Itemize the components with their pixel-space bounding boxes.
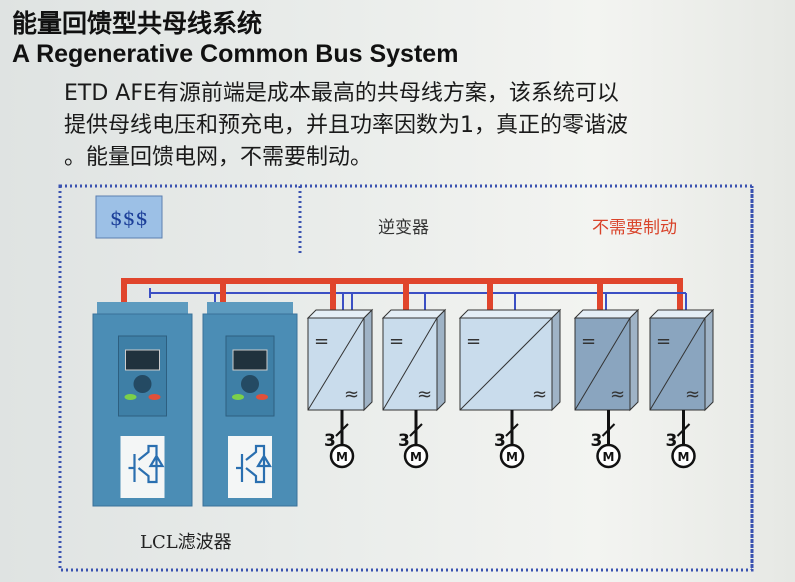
ac-bus (121, 278, 683, 312)
dc-symbol: = (466, 331, 481, 352)
description: ETD AFE有源前端是成本最高的共母线方案，该系统可以 提供母线电压和预充电，… (64, 78, 754, 174)
ac-symbol: ≈ (344, 384, 359, 405)
dial (133, 375, 152, 393)
ac-symbol: ≈ (417, 384, 432, 405)
inverter-label: 逆变器 (378, 218, 429, 238)
inverters: =≈3M=≈3M=≈3M=≈3M=≈3M (306, 308, 715, 469)
igbt-icon (236, 444, 272, 484)
dc-symbol: = (656, 331, 671, 352)
keypad (118, 335, 167, 417)
motor-icon (596, 443, 621, 469)
start-button (232, 394, 244, 400)
dc-symbol: = (581, 331, 596, 352)
description-line: 。能量回馈电网，不需要制动。 (64, 145, 373, 170)
phase-label: 3 (398, 431, 410, 451)
afe-drives (92, 302, 298, 507)
title-english: A Regenerative Common Bus System (12, 40, 459, 68)
no-brake-label: 不需要制动 (592, 218, 677, 238)
igbt-icon (128, 444, 165, 484)
motor-label: M (678, 450, 690, 464)
motor-icon (499, 443, 525, 469)
diagram-border (58, 184, 754, 572)
inverter: = ≈3M (648, 308, 715, 469)
inverter: = ≈3M (573, 308, 640, 469)
afe-drive (92, 302, 193, 507)
description-line: 提供母线电压和预充电，并且功率因数为1，真正的零谐波 (64, 113, 628, 138)
cost-box (95, 195, 163, 239)
motor-icon (671, 443, 696, 469)
inverter: = ≈3M (458, 308, 562, 469)
lcl-filter-label: LCL滤波器 (140, 532, 232, 553)
phase-label: 3 (666, 431, 678, 451)
stop-button (256, 394, 268, 400)
motor-label: M (603, 450, 615, 464)
ac-symbol: ≈ (685, 384, 700, 405)
dc-symbol: = (389, 331, 404, 352)
inverter: = ≈3M (381, 308, 447, 469)
afe-drive (202, 302, 298, 507)
buses (121, 278, 687, 314)
phase-label: 3 (591, 431, 603, 451)
motor-label: M (410, 450, 422, 464)
ac-symbol: ≈ (610, 384, 625, 405)
motor-label: M (336, 450, 348, 464)
motor-icon (329, 443, 355, 469)
cost-label: $$$ (110, 206, 148, 230)
stop-button (148, 394, 161, 400)
start-button (124, 394, 137, 400)
dial (241, 375, 259, 393)
display (125, 349, 160, 371)
motor-label: M (506, 450, 518, 464)
title-chinese: 能量回馈型共母线系统 (12, 9, 263, 38)
description-line: ETD AFE有源前端是成本最高的共母线方案，该系统可以 (64, 81, 619, 106)
phase-label: 3 (494, 431, 506, 451)
ac-symbol: ≈ (532, 384, 547, 405)
display (232, 349, 268, 371)
inverter: = ≈3M (306, 308, 374, 469)
dc-symbol: = (314, 331, 329, 352)
motor-icon (403, 443, 429, 469)
phase-label: 3 (324, 431, 336, 451)
